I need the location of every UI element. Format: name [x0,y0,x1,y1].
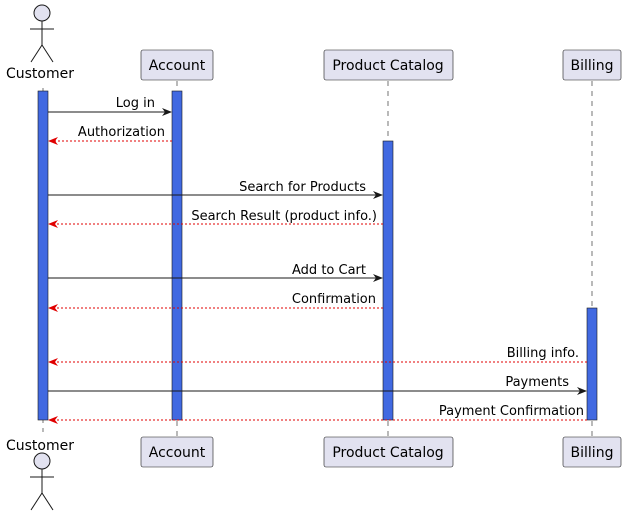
participant-label-billing-top: Billing [571,58,614,74]
participant-label-catalog-bottom: Product Catalog [332,445,443,461]
participant-box-catalog-top [323,49,454,81]
participant-box-billing-bottom [562,436,622,468]
participant-box-billing-top [562,49,622,81]
participant-label-account-top: Account [149,58,206,74]
activation-catalog [382,140,394,421]
message-label-search-result: Search Result (product info.) [191,209,377,224]
message-label-authorization: Authorization [78,125,165,140]
participant-box-account-bottom [140,436,214,468]
activation-account [171,90,183,421]
message-label-billing-info: Billing info. [507,346,579,361]
actor-head-icon [33,452,51,470]
participant-label-billing-bottom: Billing [571,445,614,461]
message-label-search-for-products: Search for Products [239,180,366,195]
participant-label-account-bottom: Account [149,445,206,461]
activation-customer [37,90,49,421]
message-label-confirmation: Confirmation [292,292,376,307]
participant-label-catalog-top: Product Catalog [332,58,443,74]
participant-label-customer-top: Customer [6,66,74,82]
message-label-payments: Payments [505,375,569,390]
actor-head-icon [33,4,51,22]
actor-customer-bottom [30,452,54,511]
actor-customer-top [30,4,54,63]
participant-box-catalog-bottom [323,436,454,468]
participant-label-customer-bottom: Customer [6,438,74,454]
message-label-add-to-cart: Add to Cart [292,263,366,278]
message-label-log-in: Log in [116,96,155,111]
activation-billing [586,307,598,421]
message-label-payment-confirmation: Payment Confirmation [439,404,584,419]
participant-box-account-top [140,49,214,81]
